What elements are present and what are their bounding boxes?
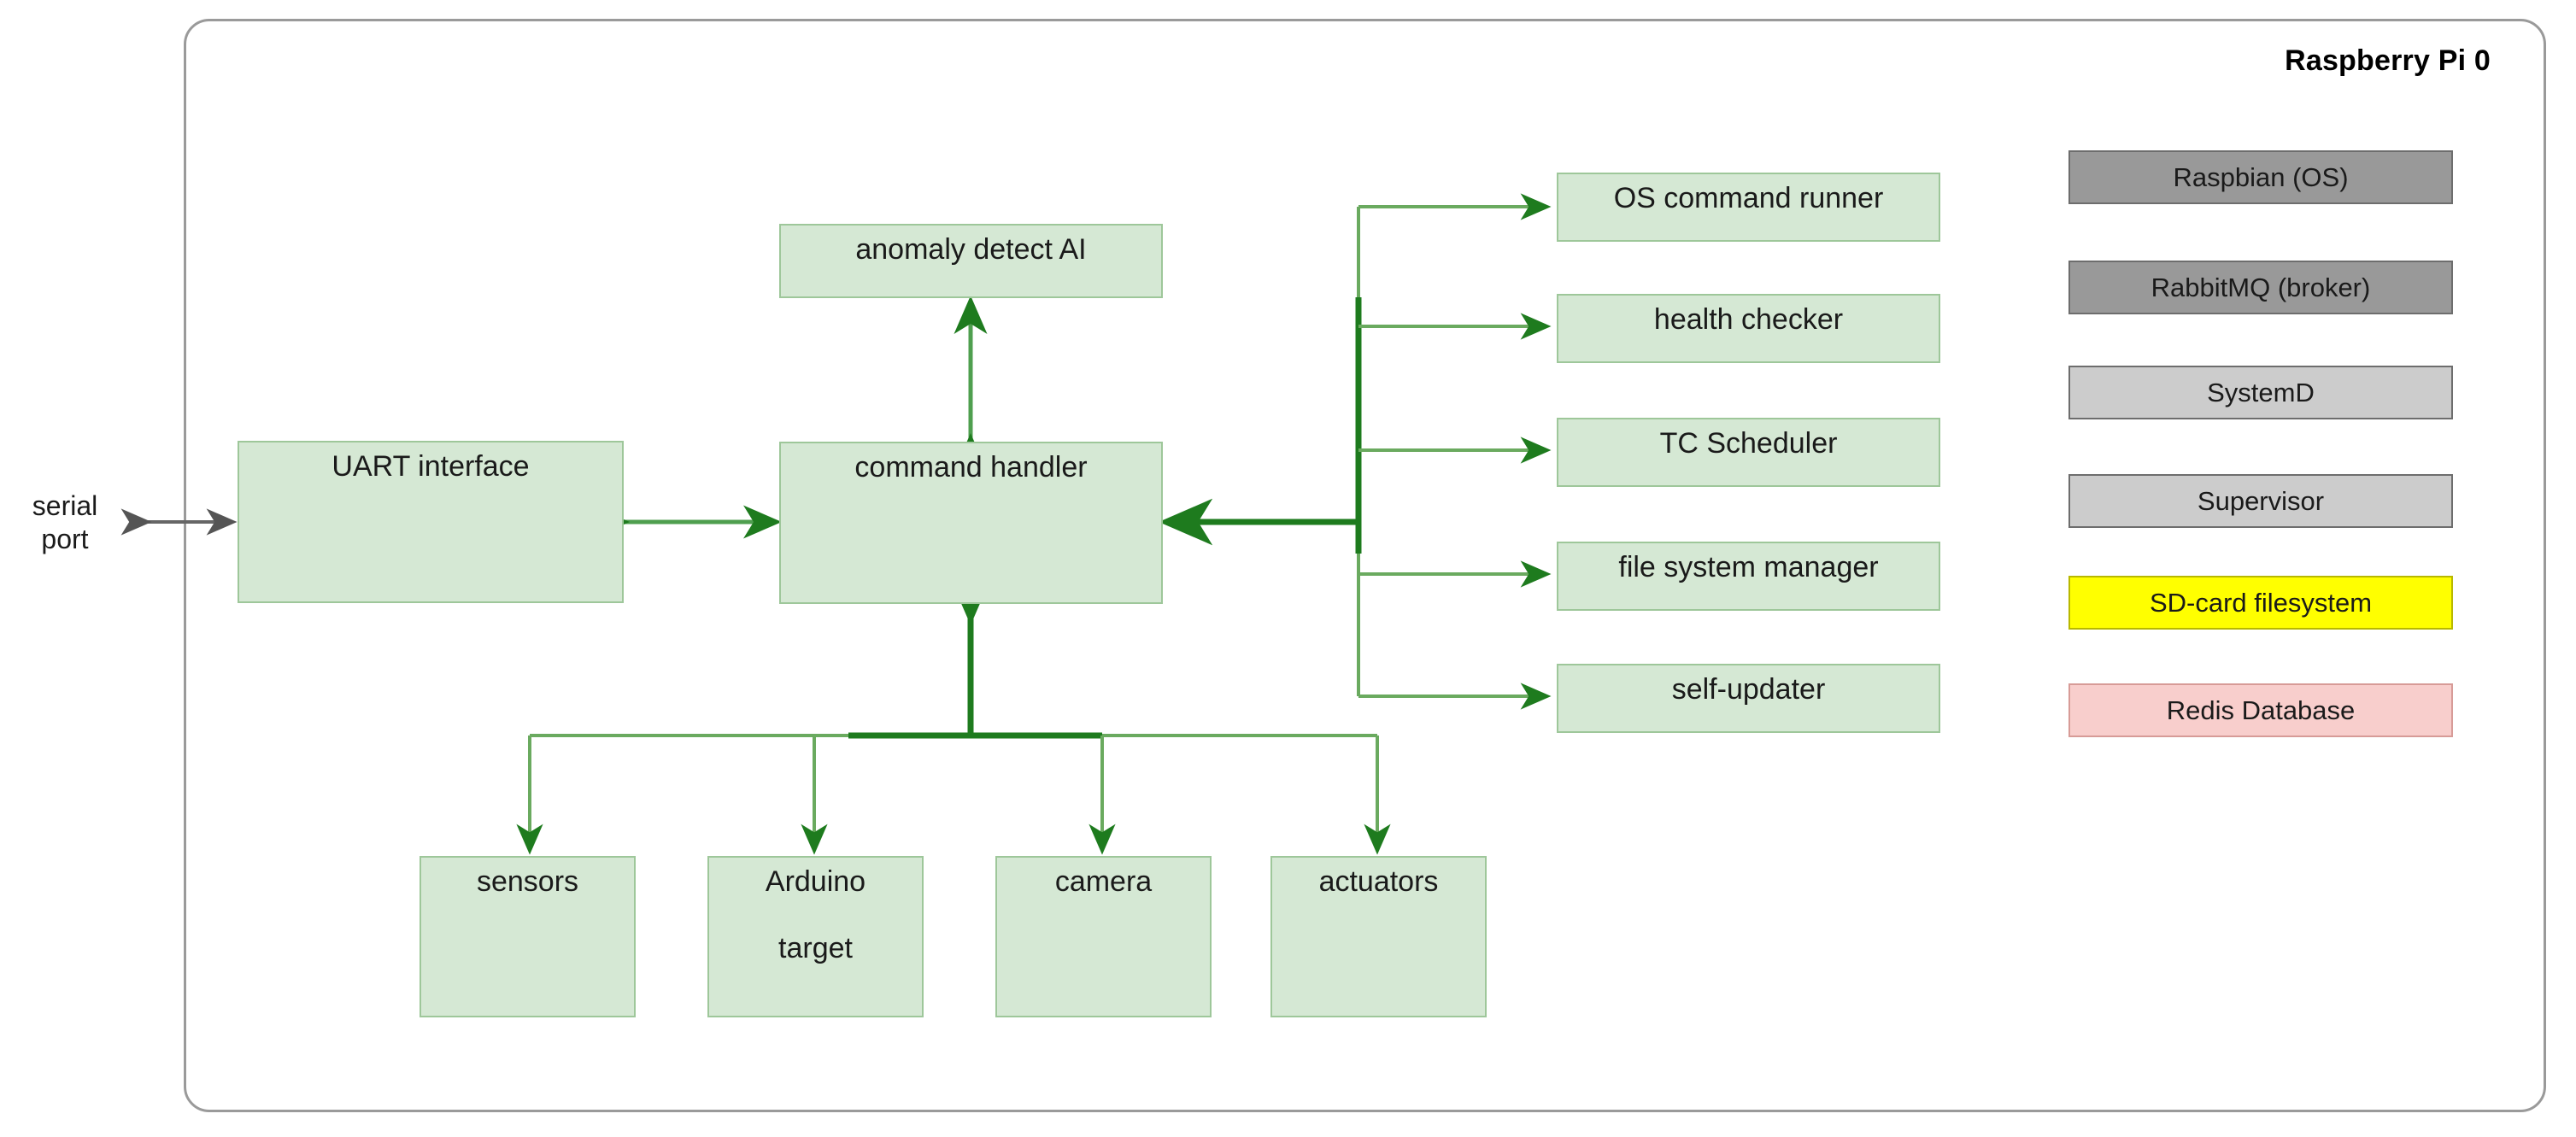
box-service-tc-scheduler[interactable]: TC Scheduler	[1557, 418, 1940, 487]
legend-item-label: SD-card filesystem	[2149, 587, 2373, 618]
wire-services-trunk	[1159, 193, 1552, 710]
box-anomaly-detect-ai-label: anomaly detect AI	[855, 233, 1087, 266]
box-peripheral-label: camera	[1054, 865, 1153, 898]
box-service-os-command-runner[interactable]: OS command runner	[1557, 173, 1940, 242]
box-peripheral-label-line1: Arduino	[765, 865, 866, 898]
legend-item-supervisor[interactable]: Supervisor	[2068, 474, 2453, 528]
box-service-label: file system manager	[1618, 551, 1879, 583]
box-peripheral-label: actuators	[1318, 865, 1439, 898]
box-service-label: OS command runner	[1613, 182, 1884, 214]
box-command-handler-label: command handler	[854, 451, 1088, 484]
box-peripheral-label: sensors	[476, 865, 579, 898]
box-peripheral-label: Arduino target	[709, 865, 922, 965]
box-service-file-system-manager[interactable]: file system manager	[1557, 542, 1940, 611]
legend-item-label: Supervisor	[2197, 485, 2325, 516]
box-anomaly-detect-ai[interactable]: anomaly detect AI	[779, 224, 1163, 298]
box-service-label: self-updater	[1671, 673, 1826, 706]
serial-port-label: serial port	[0, 489, 130, 556]
legend-item-sd-card-filesystem[interactable]: SD-card filesystem	[2068, 576, 2453, 630]
box-command-handler[interactable]: command handler	[779, 442, 1163, 604]
legend-item-label: RabbitMQ (broker)	[2151, 272, 2371, 302]
legend-item-label: SystemD	[2207, 377, 2315, 407]
box-peripheral-camera[interactable]: camera	[995, 856, 1212, 1017]
box-peripheral-label-line2: target	[778, 932, 853, 965]
box-service-label: health checker	[1653, 303, 1844, 336]
box-peripheral-actuators[interactable]: actuators	[1270, 856, 1487, 1017]
box-peripheral-sensors[interactable]: sensors	[420, 856, 636, 1017]
legend-item-label: Raspbian (OS)	[2173, 161, 2349, 192]
box-service-self-updater[interactable]: self-updater	[1557, 664, 1940, 733]
enclosure-title: Raspberry Pi 0	[2285, 44, 2491, 77]
wire-peripherals-bus	[516, 571, 1391, 855]
box-service-label: TC Scheduler	[1659, 427, 1838, 460]
legend-item-systemd[interactable]: SystemD	[2068, 366, 2453, 419]
box-peripheral-arduino-target[interactable]: Arduino target	[707, 856, 924, 1017]
legend-item-redis-database[interactable]: Redis Database	[2068, 683, 2453, 737]
serial-port-label-line1: serial	[32, 490, 98, 521]
legend-item-raspbian-os[interactable]: Raspbian (OS)	[2068, 150, 2453, 204]
serial-port-label-line2: port	[41, 524, 89, 555]
legend-item-label: Redis Database	[2166, 695, 2356, 725]
box-uart-interface-label: UART interface	[332, 450, 530, 483]
legend-item-rabbitmq-broker[interactable]: RabbitMQ (broker)	[2068, 261, 2453, 314]
box-uart-interface[interactable]: UART interface	[238, 441, 624, 603]
box-service-health-checker[interactable]: health checker	[1557, 294, 1940, 363]
